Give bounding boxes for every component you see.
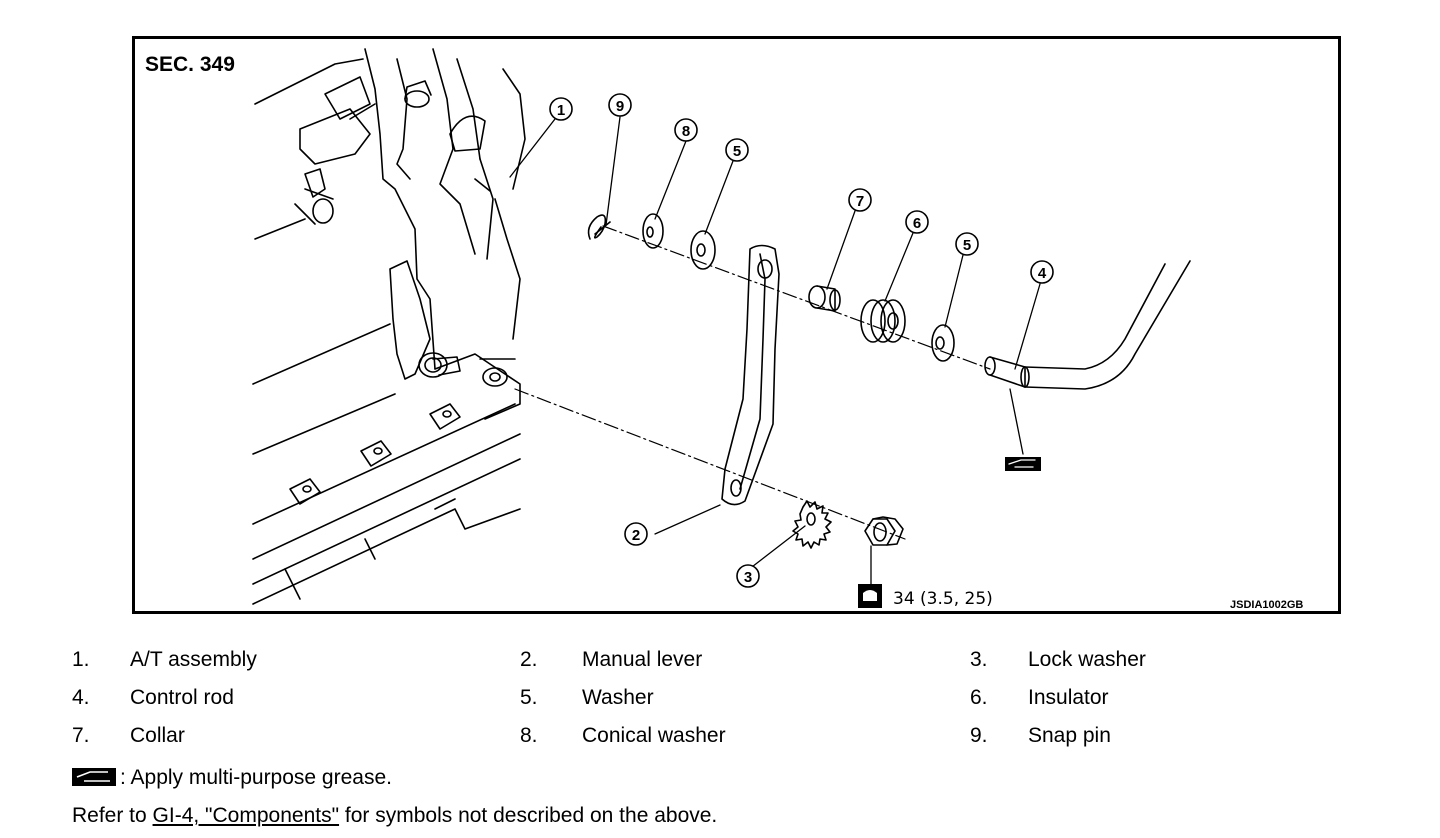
legend-num: 4.: [72, 686, 90, 709]
manual-shaft-drawing: [289, 352, 508, 505]
svg-text:9: 9: [616, 98, 624, 115]
legend-label: Conical washer: [582, 724, 726, 747]
svg-text:8: 8: [682, 123, 690, 140]
refer-prefix: Refer to: [72, 804, 153, 827]
legend-label: Manual lever: [582, 648, 703, 671]
callout-1: 1: [549, 97, 573, 121]
legend-num: 8.: [520, 724, 538, 747]
callout-9: 9: [608, 93, 632, 117]
components-link[interactable]: GI-4, "Components": [152, 804, 340, 827]
svg-text:3: 3: [744, 569, 752, 586]
grease-note-text: : Apply multi-purpose grease.: [120, 766, 392, 789]
figure-code: JSDIA1002GB: [1230, 599, 1304, 611]
callout-7: 7: [848, 188, 872, 212]
grease-icon: [72, 768, 116, 786]
legend-label: Control rod: [130, 686, 234, 709]
section-label: SEC. 349: [145, 53, 235, 76]
exploded-diagram-frame: 1 9 8 5 7 6 5: [132, 36, 1341, 614]
callout-5-right: 5: [955, 232, 979, 256]
callout-3: 3: [736, 564, 760, 588]
torque-wrench-symbol: [858, 584, 882, 608]
legend-num: 2.: [520, 648, 538, 671]
grease-note: : Apply multi-purpose grease.: [72, 766, 392, 790]
snap-pin-drawing: [587, 214, 611, 240]
lock-washer-drawing: [792, 500, 832, 549]
callout-6: 6: [905, 210, 929, 234]
washer-left-drawing: [690, 230, 716, 270]
callout-4: 4: [1030, 260, 1054, 284]
callout-2: 2: [624, 522, 648, 546]
callout-8: 8: [674, 118, 698, 142]
legend-label: A/T assembly: [130, 648, 257, 671]
refer-suffix: for symbols not described on the above.: [339, 804, 718, 827]
callout-5-left: 5: [725, 138, 749, 162]
svg-text:5: 5: [733, 143, 741, 160]
legend-num: 6.: [970, 686, 988, 709]
svg-text:5: 5: [963, 237, 971, 254]
legend-num: 3.: [970, 648, 988, 671]
washer-right-drawing: [931, 324, 955, 362]
legend-label: Snap pin: [1028, 724, 1111, 747]
legend-num: 1.: [72, 648, 90, 671]
svg-text:7: 7: [856, 193, 864, 210]
svg-text:6: 6: [913, 215, 921, 232]
collar-drawing: [808, 285, 841, 312]
legend-label: Collar: [130, 724, 185, 747]
refer-note: Refer to GI-4, "Components" for symbols …: [72, 804, 717, 828]
control-rod-drawing: [984, 260, 1191, 390]
legend-num: 9.: [970, 724, 988, 747]
grease-symbol-figure: [1005, 457, 1041, 471]
legend-label: Washer: [582, 686, 654, 709]
conical-washer-drawing: [642, 213, 664, 249]
legend-num: 7.: [72, 724, 90, 747]
svg-text:2: 2: [632, 527, 640, 544]
svg-text:4: 4: [1038, 265, 1047, 282]
svg-text:1: 1: [557, 102, 565, 119]
exploded-diagram: 1 9 8 5 7 6 5: [252, 48, 1191, 608]
legend-num: 5.: [520, 686, 538, 709]
legend-label: Lock washer: [1028, 648, 1146, 671]
manual-lever-drawing: [721, 244, 780, 506]
legend-label: Insulator: [1028, 686, 1109, 709]
at-assembly-drawing: [252, 48, 526, 605]
torque-spec: 34 (3.5, 25): [893, 589, 993, 609]
